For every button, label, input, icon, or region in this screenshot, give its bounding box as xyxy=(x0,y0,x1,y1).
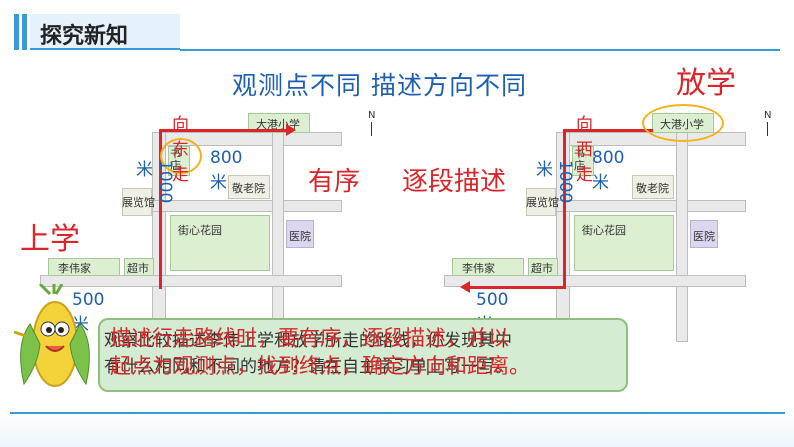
elder-home-label: 敬老院 xyxy=(636,182,669,195)
label-zhuduan: 逐段描述 xyxy=(402,167,507,197)
distance-north: 1000米 xyxy=(532,160,575,204)
compass-n: N xyxy=(764,110,772,121)
compass-arrow-icon xyxy=(371,122,372,136)
garden-label: 街心花园 xyxy=(582,224,626,237)
header-stripe xyxy=(14,14,19,50)
road xyxy=(40,275,342,287)
bookstore-block xyxy=(572,146,594,176)
label-fangxue: 放学 xyxy=(676,66,736,101)
garden-label: 街心花园 xyxy=(178,224,222,237)
route-line xyxy=(470,286,566,289)
hospital-label: 医院 xyxy=(693,230,715,243)
hospital-label: 医院 xyxy=(289,230,311,243)
home-block xyxy=(48,258,120,276)
header-underline xyxy=(180,49,780,51)
market-label: 超市 xyxy=(127,262,149,275)
page-title: 探究新知 xyxy=(40,24,129,49)
answer-line-2: 起点为观测点，找到终点，确定方向和距离。 xyxy=(110,354,530,378)
home-label: 李伟家 xyxy=(58,262,91,275)
distance-east: 800米 xyxy=(210,148,243,193)
market-block xyxy=(528,258,558,276)
speech-box xyxy=(98,318,628,392)
distance-west: 800米 xyxy=(592,148,625,193)
arrow-right-icon xyxy=(286,124,296,136)
bookstore-label: 书店 xyxy=(574,147,585,172)
label-shangxue: 上学 xyxy=(20,222,80,257)
compass-arrow-icon xyxy=(767,122,768,136)
label-youxu: 有序 xyxy=(308,167,361,197)
road xyxy=(444,275,746,287)
answer-overlay: 描述行走路线时，要有序，逐段描述，并以 起点为观测点，找到终点，确定方向和距离。 xyxy=(110,324,630,380)
road xyxy=(152,200,342,212)
exhibit-block xyxy=(122,188,152,216)
hospital-block xyxy=(286,220,314,248)
garden-block xyxy=(574,215,674,271)
route-line xyxy=(159,129,162,289)
corn-mascot-icon xyxy=(13,284,90,387)
home-label: 李伟家 xyxy=(462,262,495,275)
elder-home-block xyxy=(632,175,674,199)
route-line xyxy=(563,129,653,132)
exhibit-label: 展览馆 xyxy=(122,196,155,209)
hospital-block xyxy=(690,220,718,248)
answer-line-1: 描述行走路线时，要有序，逐段描述，并以 xyxy=(110,326,509,350)
direction-label: 向东走 xyxy=(172,115,189,185)
direction-label: 向西走 xyxy=(576,115,593,185)
section-heading: 观测点不同 描述方向不同 xyxy=(232,71,527,100)
exhibit-block xyxy=(526,188,556,216)
footer-skyline xyxy=(0,410,794,447)
road xyxy=(272,132,284,342)
compass-n: N xyxy=(368,110,376,121)
header-box xyxy=(30,14,180,50)
market-label: 超市 xyxy=(531,262,553,275)
question-line-2: 有什么相同和不同的地方？请在自主学习单上写一写。 xyxy=(104,357,512,377)
road xyxy=(676,132,688,342)
market-block xyxy=(124,258,154,276)
exhibit-label: 展览馆 xyxy=(526,196,559,209)
question-line-1: 观察比较描述李伟上学和放学所走的路线，你发现其中 xyxy=(104,331,512,351)
home-block xyxy=(452,258,524,276)
garden-block xyxy=(170,215,270,271)
road xyxy=(556,200,746,212)
question-text: 观察比较描述李伟上学和放学所走的路线，你发现其中 有什么相同和不同的地方？请在自… xyxy=(104,328,624,380)
header-stripe xyxy=(22,14,27,50)
elder-home-label: 敬老院 xyxy=(232,182,265,195)
distance-north: 1000米 xyxy=(132,160,175,204)
route-line xyxy=(563,129,566,289)
bookstore-highlight xyxy=(160,138,202,174)
footer-line xyxy=(10,412,785,414)
arrow-left-icon xyxy=(460,281,470,293)
route-line xyxy=(159,129,289,132)
school-highlight xyxy=(642,104,724,142)
elder-home-block xyxy=(228,175,270,199)
